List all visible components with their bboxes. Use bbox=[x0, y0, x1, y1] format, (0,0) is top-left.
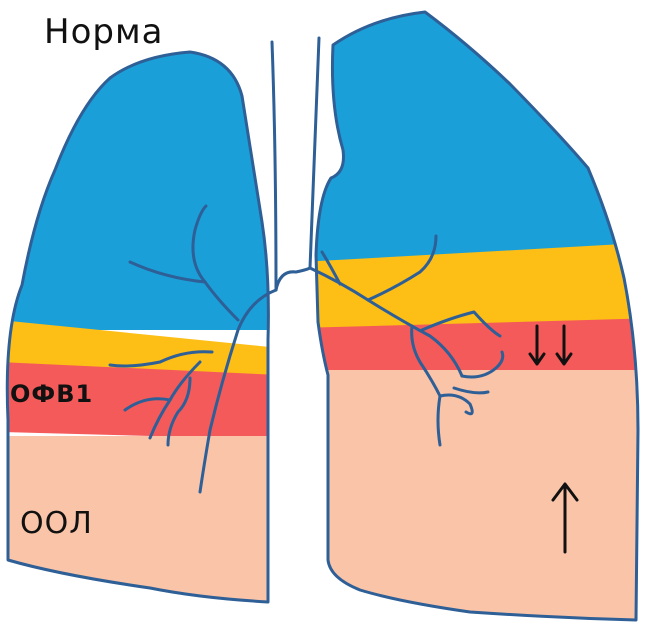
diagram-title: Норма bbox=[44, 12, 163, 52]
trachea bbox=[272, 38, 319, 290]
fev1-zone-label: ОФВ1 bbox=[10, 380, 93, 408]
right-rv-zone bbox=[300, 370, 647, 631]
right-lung bbox=[300, 0, 647, 631]
rv-zone-label: ООЛ bbox=[20, 506, 93, 541]
